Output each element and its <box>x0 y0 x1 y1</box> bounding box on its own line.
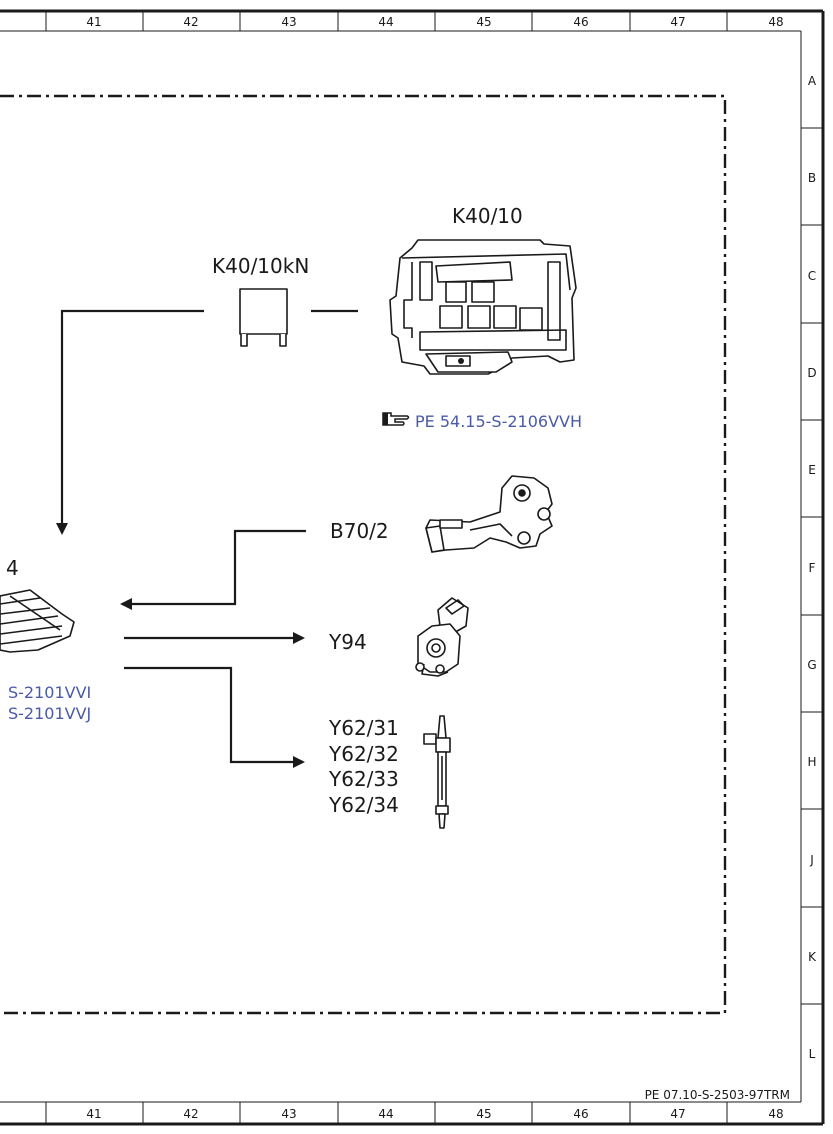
column-label: 44 <box>378 15 393 29</box>
column-label: 41 <box>86 15 101 29</box>
partial-unit-ref-2[interactable]: S-2101VVJ <box>8 704 91 723</box>
row-label: C <box>808 269 816 283</box>
relay-body <box>239 288 288 335</box>
column-label: 45 <box>476 15 491 29</box>
row-label: J <box>809 853 814 867</box>
y62-33-label: Y62/33 <box>328 767 399 791</box>
row-label: F <box>809 561 816 575</box>
document-id: PE 07.10-S-2503-97TRM <box>645 1088 790 1102</box>
column-label: 42 <box>183 15 198 29</box>
y62-34-label: Y62/34 <box>328 793 399 817</box>
y62-31-label: Y62/31 <box>328 716 399 740</box>
k40-10-reference[interactable]: PE 54.15-S-2106VVH <box>382 412 582 431</box>
relay-pin <box>240 334 248 347</box>
b70-2-label: B70/2 <box>330 519 389 543</box>
injector-drawing <box>423 715 451 829</box>
column-label: 47 <box>670 15 685 29</box>
wiring <box>56 309 358 768</box>
y62-32-label: Y62/32 <box>328 742 399 766</box>
fuse-relay-box-k40-10[interactable]: K40/10 PE 54.15-S-2106VVH <box>382 204 582 431</box>
k40-10kn-label: K40/10kN <box>212 254 309 278</box>
sheet-frame <box>0 9 825 1126</box>
column-label: 44 <box>378 1107 393 1121</box>
column-label: 46 <box>573 1107 588 1121</box>
system-boundary <box>0 94 727 1015</box>
column-labels-top: 41 42 43 44 45 46 47 48 <box>86 15 783 29</box>
column-label: 47 <box>670 1107 685 1121</box>
column-labels-bottom: 41 42 43 44 45 46 47 48 <box>86 1107 783 1121</box>
column-label: 43 <box>281 1107 296 1121</box>
row-label: A <box>808 74 817 88</box>
pointing-hand-icon <box>382 412 410 426</box>
row-label: E <box>808 463 816 477</box>
column-label: 45 <box>476 1107 491 1121</box>
column-label: 46 <box>573 15 588 29</box>
y94-label: Y94 <box>328 630 367 654</box>
sensor-b70-2[interactable]: B70/2 <box>330 475 553 553</box>
column-label: 43 <box>281 15 296 29</box>
k40-10-ref-link[interactable]: PE 54.15-S-2106VVH <box>415 412 582 431</box>
column-label: 42 <box>183 1107 198 1121</box>
k40-10-label: K40/10 <box>452 204 523 228</box>
row-label: B <box>808 171 816 185</box>
row-label: D <box>807 366 816 380</box>
wire-k40kn-to-unit <box>56 309 204 535</box>
injectors-y62[interactable]: Y62/31 Y62/32 Y62/33 Y62/34 <box>328 715 451 829</box>
row-label: G <box>807 658 816 672</box>
wire-unit-to-y62 <box>124 666 305 768</box>
row-label: H <box>807 755 816 769</box>
column-label: 41 <box>86 1107 101 1121</box>
wire-b70-to-unit <box>120 529 306 610</box>
partial-unit-ref-1[interactable]: S-2101VVI <box>8 683 91 702</box>
row-labels: A B C D E F G H J K L <box>807 74 817 1061</box>
row-label: L <box>809 1047 816 1061</box>
column-label: 48 <box>768 15 783 29</box>
row-label: K <box>808 950 817 964</box>
valve-y94[interactable]: Y94 <box>328 597 469 677</box>
partial-control-unit: 4 S-2101VVI S-2101VVJ <box>0 556 91 723</box>
partial-unit-label: 4 <box>6 556 19 580</box>
column-label: 48 <box>768 1107 783 1121</box>
relay-k40-10kn[interactable]: K40/10kN <box>212 254 309 347</box>
relay-pin <box>279 334 287 347</box>
